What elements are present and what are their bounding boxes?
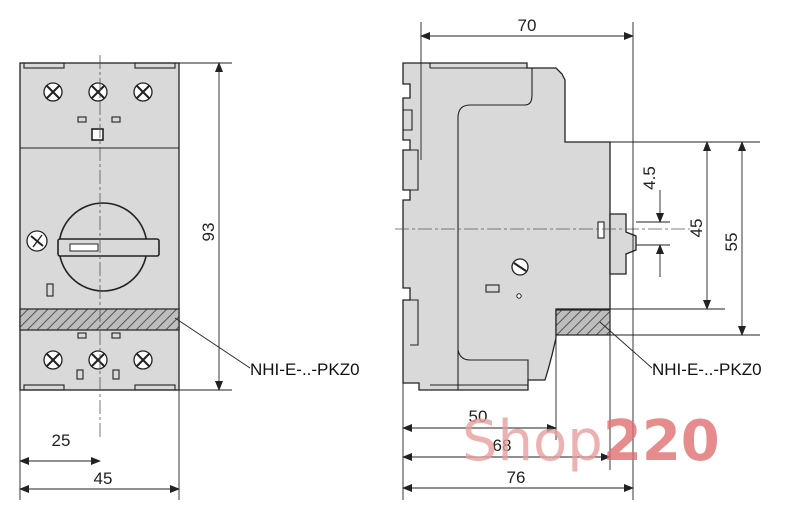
dim-width-45: 45 — [94, 469, 113, 488]
dim-height-55: 55 — [722, 233, 741, 252]
watermark-number: 220 — [603, 409, 720, 474]
side-mount-screw — [511, 258, 529, 276]
side-accessory-label: NHI-E-..-PKZ0 — [652, 360, 762, 379]
dim-offset-25: 25 — [52, 431, 71, 450]
front-view: 93 25 45 NHI-E-..-PKZ0 — [19, 55, 360, 500]
side-accessory-hatch — [555, 309, 611, 336]
front-accessory-label: NHI-E-..-PKZ0 — [250, 360, 360, 379]
dim-76: 76 — [507, 468, 526, 487]
dim-50: 50 — [469, 407, 488, 426]
top-terminal-screws — [43, 82, 153, 102]
rotary-knob — [57, 202, 160, 292]
shaft-stub — [597, 213, 637, 275]
watermark-logo: Shop220 — [462, 409, 720, 474]
svg-text:Shop220: Shop220 — [462, 409, 720, 474]
watermark-word: Shop — [462, 409, 603, 474]
dim-height-93: 93 — [199, 223, 218, 242]
dim-68: 68 — [493, 436, 512, 455]
dim-small-4-5: 4.5 — [640, 166, 659, 190]
bottom-terminal-screws — [43, 350, 153, 370]
dim-depth-70: 70 — [518, 16, 537, 35]
front-accessory-hatch — [19, 308, 180, 331]
side-view: 70 4.5 45 55 50 68 76 NHI-E-..-PKZ0 — [395, 16, 762, 500]
side-body — [402, 62, 611, 391]
dim-height-45: 45 — [687, 219, 706, 238]
side-screw — [26, 230, 48, 252]
